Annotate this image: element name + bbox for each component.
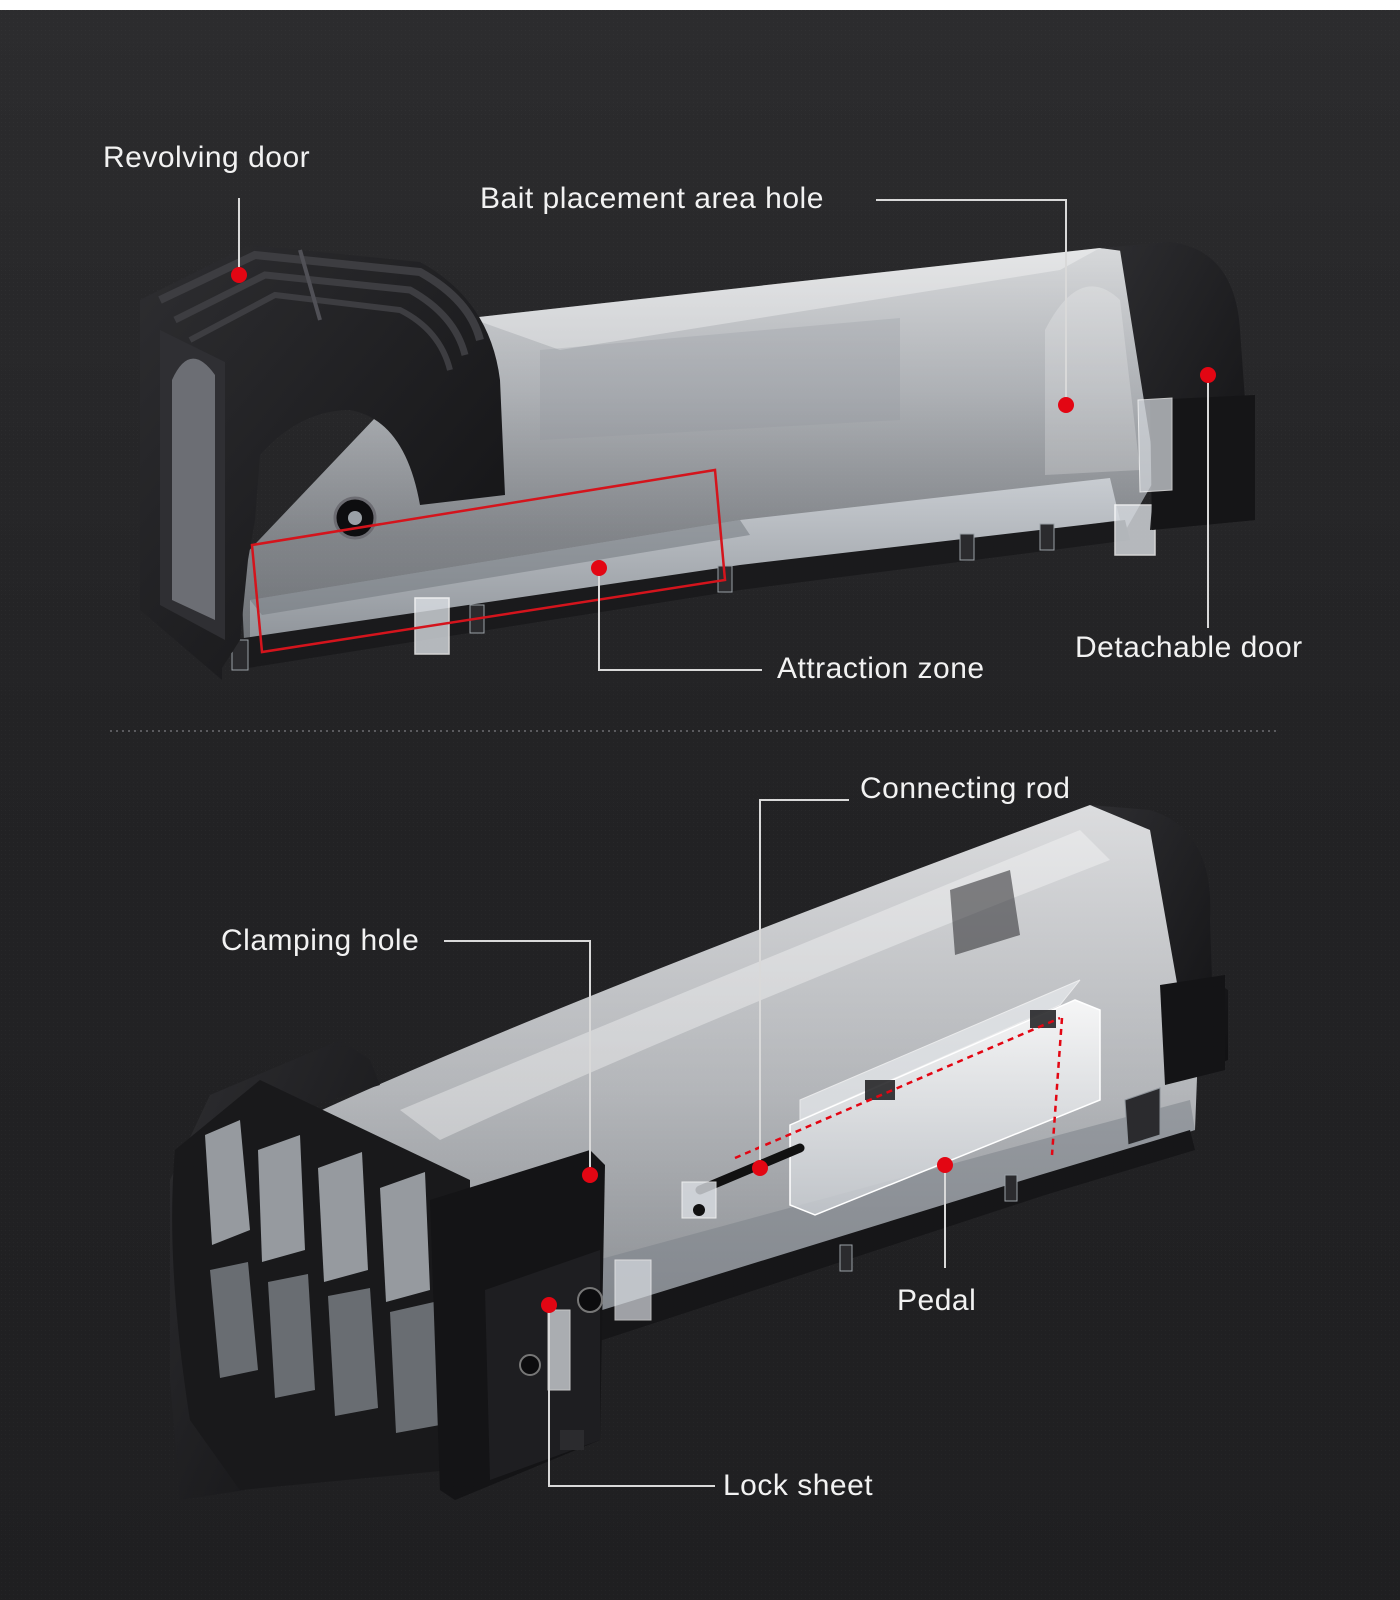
attraction-zone-highlight: [250, 468, 727, 654]
label-connecting-rod: Connecting rod: [860, 772, 1070, 805]
trap-bottom-view: [170, 805, 1228, 1500]
marker-dots: [231, 267, 1216, 1313]
callout-labels: Revolving door Bait placement area hole …: [103, 141, 1303, 1502]
trap-top-view: [140, 242, 1255, 680]
marker-detachable-door: [1200, 367, 1216, 383]
label-clamping-hole: Clamping hole: [221, 924, 419, 957]
top-border: [0, 0, 1400, 10]
label-lock-sheet: Lock sheet: [723, 1469, 873, 1502]
marker-lock-sheet: [541, 1297, 557, 1313]
label-detachable-door: Detachable door: [1075, 631, 1303, 664]
marker-pedal: [937, 1157, 953, 1173]
marker-attraction-zone: [591, 560, 607, 576]
marker-connecting-rod: [752, 1160, 768, 1176]
label-attraction-zone: Attraction zone: [777, 652, 985, 685]
label-pedal: Pedal: [897, 1284, 976, 1317]
leader-lines: [238, 198, 1209, 1487]
label-bait-placement-area-hole: Bait placement area hole: [480, 182, 824, 215]
marker-revolving-door: [231, 267, 247, 283]
marker-bait-placement-area-hole: [1058, 397, 1074, 413]
label-revolving-door: Revolving door: [103, 141, 310, 174]
marker-clamping-hole: [582, 1167, 598, 1183]
